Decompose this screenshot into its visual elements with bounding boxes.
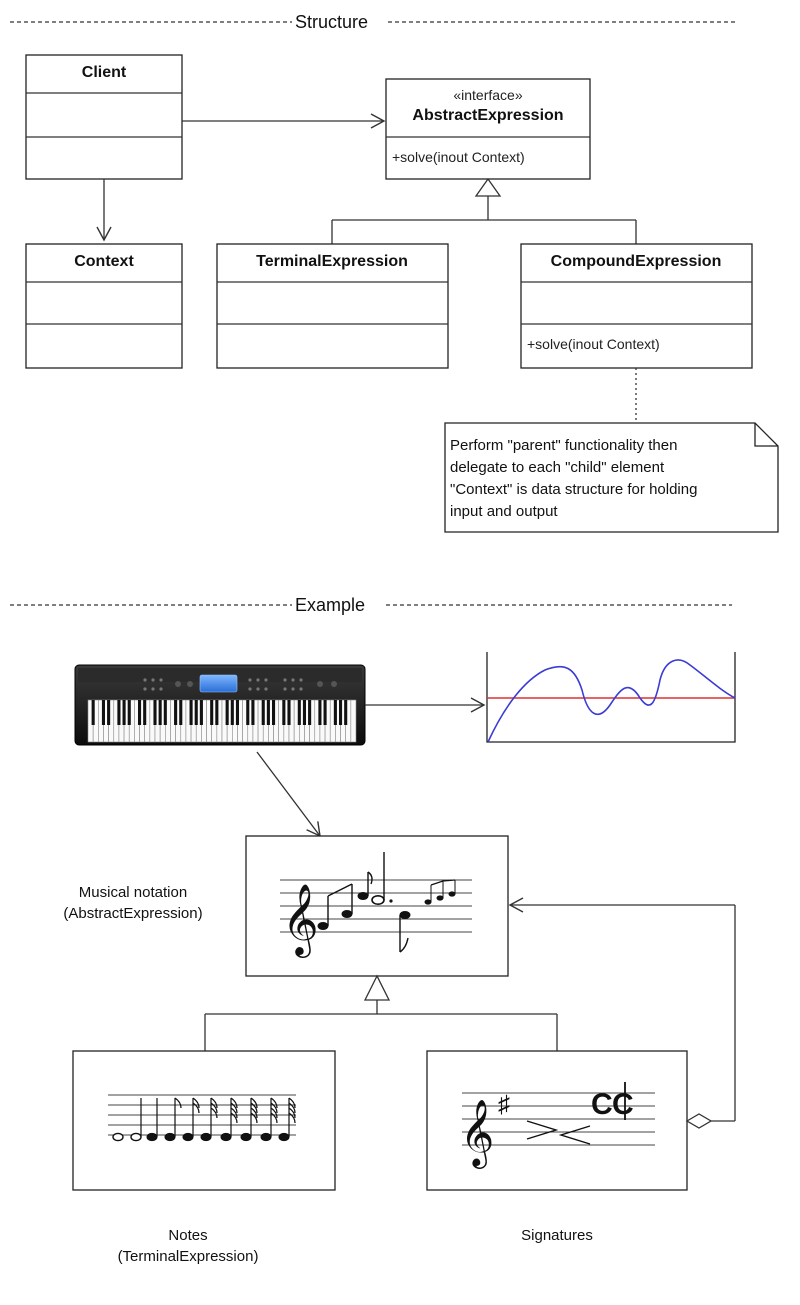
abstract-method: +solve(inout Context) [392,149,525,165]
black-key [199,700,203,725]
black-key [153,700,157,725]
note-glyph [130,1098,142,1142]
black-key [302,700,307,725]
waveform-curve [487,659,736,743]
black-key [194,700,198,725]
waveform-plot [486,652,736,743]
black-key [338,700,343,725]
black-key [271,700,276,725]
black-key [246,700,250,725]
sharp-icon: ♯ [498,1091,510,1118]
aggregation-connector [508,897,736,1129]
example-header: Example [10,595,732,615]
example-inheritance-connector [204,974,558,1051]
black-key [91,700,95,725]
abstract-name: AbstractExpression [412,107,563,124]
black-key [287,700,291,725]
black-key [122,700,126,725]
inheritance-triangle-icon [363,974,391,1001]
aggregation-diamond-icon [685,1113,713,1129]
black-key [174,700,178,725]
note-line: delegate to each "child" element [450,459,665,476]
structure-header-label: Structure [295,12,368,32]
black-key [137,700,142,725]
black-key [117,700,121,725]
white-key [350,699,357,743]
notes-label: Notes [168,1227,207,1244]
common-time-icon: C [591,1088,613,1121]
note: Perform "parent" functionality then dele… [444,422,779,533]
black-key [344,700,348,725]
black-key [210,700,214,725]
notation-sublabel: (AbstractExpression) [63,905,202,922]
black-key [163,700,167,725]
notes-sublabel: (TerminalExpression) [118,1248,259,1265]
black-key [261,700,265,725]
black-key [143,700,147,725]
black-key [225,700,229,725]
decrescendo-icon [558,1125,591,1145]
black-key [266,700,270,725]
keyboard-to-notation-arrow [256,751,321,838]
example-header-label: Example [295,595,365,615]
compound-name: CompoundExpression [551,253,722,270]
black-key [323,700,327,725]
black-key [230,700,234,725]
black-key [101,700,106,725]
note-glyph [278,1097,296,1142]
black-key [158,700,162,725]
black-key [179,700,183,725]
black-key [297,700,301,725]
note-glyph [200,1097,218,1142]
treble-clef-icon: 𝄞 [460,1100,494,1169]
structure-header: Structure [10,12,735,32]
note-glyph [260,1097,278,1142]
abstract-expression-class: «interface» AbstractExpression +solve(in… [385,78,591,180]
note-glyph [240,1097,258,1142]
compound-expression-class: CompoundExpression +solve(inout Context) [520,243,753,369]
treble-clef-icon: 𝄞 [282,884,319,958]
abstract-stereotype: «interface» [453,87,522,103]
black-key [308,700,312,725]
note-line: "Context" is data structure for holding [450,481,697,498]
black-key [127,700,131,725]
terminal-expression-class: TerminalExpression [216,243,449,369]
black-key [189,700,193,725]
keyboard-image [74,664,366,746]
note-glyph [146,1098,158,1142]
notation-label: Musical notation [79,884,187,901]
note-line: input and output [450,503,558,520]
inheritance-connector [331,177,637,244]
signatures-box: 𝄞 ♯ C C [426,1050,688,1191]
notes-box [72,1050,336,1191]
musical-notation-box: 𝄞 [245,835,509,977]
signatures-label: Signatures [521,1227,593,1244]
cut-time-icon: C [612,1088,634,1121]
black-key [235,700,240,725]
note-glyph [164,1097,182,1142]
black-key [318,700,322,725]
black-key [251,700,255,725]
client-name: Client [82,64,127,81]
crescendo-icon [526,1120,559,1140]
note-glyph [112,1132,124,1142]
black-key [333,700,337,725]
note-line: Perform "parent" functionality then [450,437,677,454]
black-key [215,700,219,725]
compound-method: +solve(inout Context) [527,336,660,352]
black-key [107,700,111,725]
black-key [282,700,286,725]
terminal-name: TerminalExpression [256,253,408,270]
client-class: Client [25,54,183,180]
note-glyph [182,1097,200,1142]
context-class: Context [25,243,183,369]
note-glyph [220,1097,238,1142]
inheritance-triangle-icon [474,177,502,197]
context-name: Context [74,253,134,270]
